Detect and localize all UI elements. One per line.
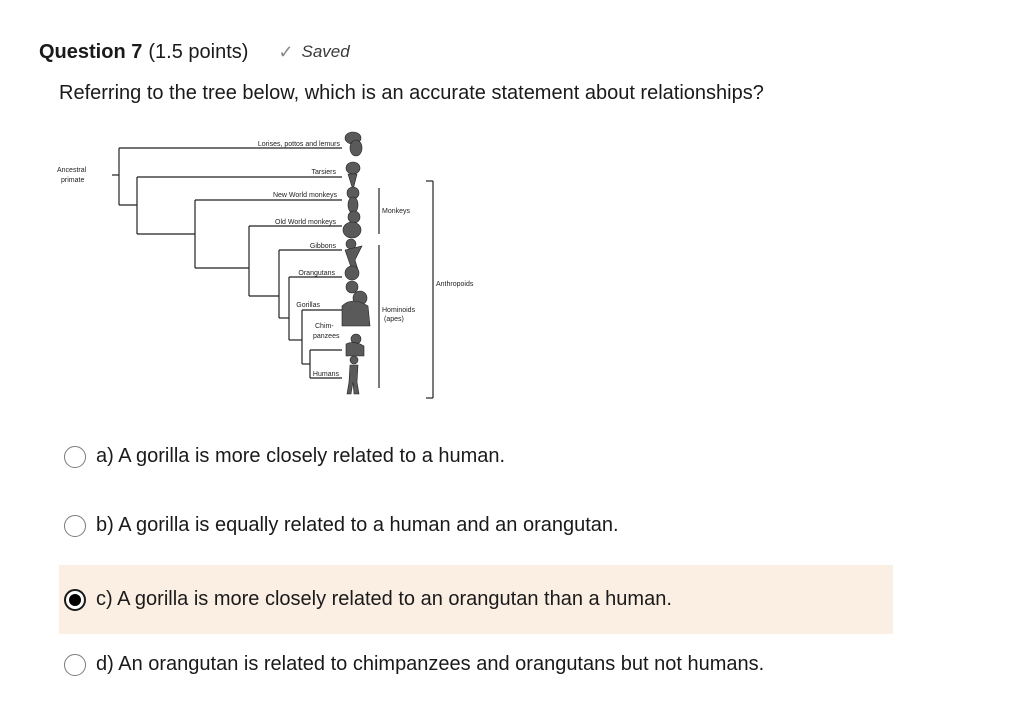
group-label: (apes) (384, 316, 404, 323)
group-label: Hominoids (382, 307, 416, 314)
question-header: Question 7 (1.5 points) ✓ Saved (39, 38, 350, 66)
answer-option-c[interactable]: c) A gorilla is more closely related to … (59, 565, 893, 634)
primate-silhouettes (341, 131, 371, 395)
answer-option-d[interactable]: d) An orangutan is related to chimpanzee… (59, 630, 893, 699)
group-label: Monkeys (382, 208, 411, 215)
gibbon-icon (344, 238, 363, 271)
root-label: Ancestral (57, 167, 87, 174)
option-text: a) A gorilla is more closely related to … (96, 445, 506, 467)
group-brackets (378, 180, 434, 399)
root-label: primate (61, 177, 84, 184)
question-points: (1.5 points) (148, 40, 249, 63)
taxon-label: Gibbons (310, 243, 337, 250)
radio-button-selected[interactable] (64, 588, 86, 611)
question-prompt: Referring to the tree below, which is an… (59, 82, 764, 104)
taxon-label: Humans (313, 371, 340, 378)
old-world-monkey-icon (342, 210, 362, 239)
saved-status: ✓ Saved (278, 42, 349, 63)
gorilla-icon (341, 290, 371, 327)
question-title: Question 7 (39, 40, 143, 63)
new-world-monkey-icon (346, 186, 360, 214)
tarsier-icon (345, 161, 361, 192)
tree-labels: Ancestral primate Lorises, pottos and le… (57, 141, 340, 378)
taxon-label: Gorillas (296, 302, 320, 309)
taxon-label: Tarsiers (311, 169, 336, 176)
taxon-label: Lorises, pottos and lemurs (258, 141, 341, 148)
checkmark-icon: ✓ (278, 41, 294, 62)
answer-option-b[interactable]: b) A gorilla is equally related to a hum… (59, 491, 893, 560)
group-label: Anthropoids (436, 281, 474, 288)
radio-selected-dot (69, 593, 81, 606)
tree-branches (112, 147, 342, 379)
saved-label: Saved (301, 42, 350, 61)
chimpanzee-icon (345, 333, 365, 357)
group-labels: Monkeys Hominoids (apes) Anthropoids (382, 208, 474, 323)
human-icon (346, 355, 360, 395)
taxon-label: Old World monkeys (275, 219, 336, 226)
taxon-label: New World monkeys (273, 192, 338, 199)
option-text: b) A gorilla is equally related to a hum… (96, 514, 619, 536)
answer-option-a[interactable]: a) A gorilla is more closely related to … (59, 422, 893, 491)
option-text: d) An orangutan is related to chimpanzee… (96, 653, 765, 675)
radio-button[interactable] (64, 514, 86, 537)
phylogenetic-tree-image: Ancestral primate Lorises, pottos and le… (57, 131, 474, 399)
taxon-label: Chim- (315, 323, 334, 330)
taxon-label: panzees (313, 333, 340, 340)
orangutan-icon (344, 265, 360, 294)
radio-button[interactable] (64, 653, 86, 676)
taxon-label: Orangutans (298, 270, 335, 277)
lemur-icon (344, 131, 363, 157)
option-text: c) A gorilla is more closely related to … (96, 588, 672, 610)
radio-button[interactable] (64, 445, 86, 468)
